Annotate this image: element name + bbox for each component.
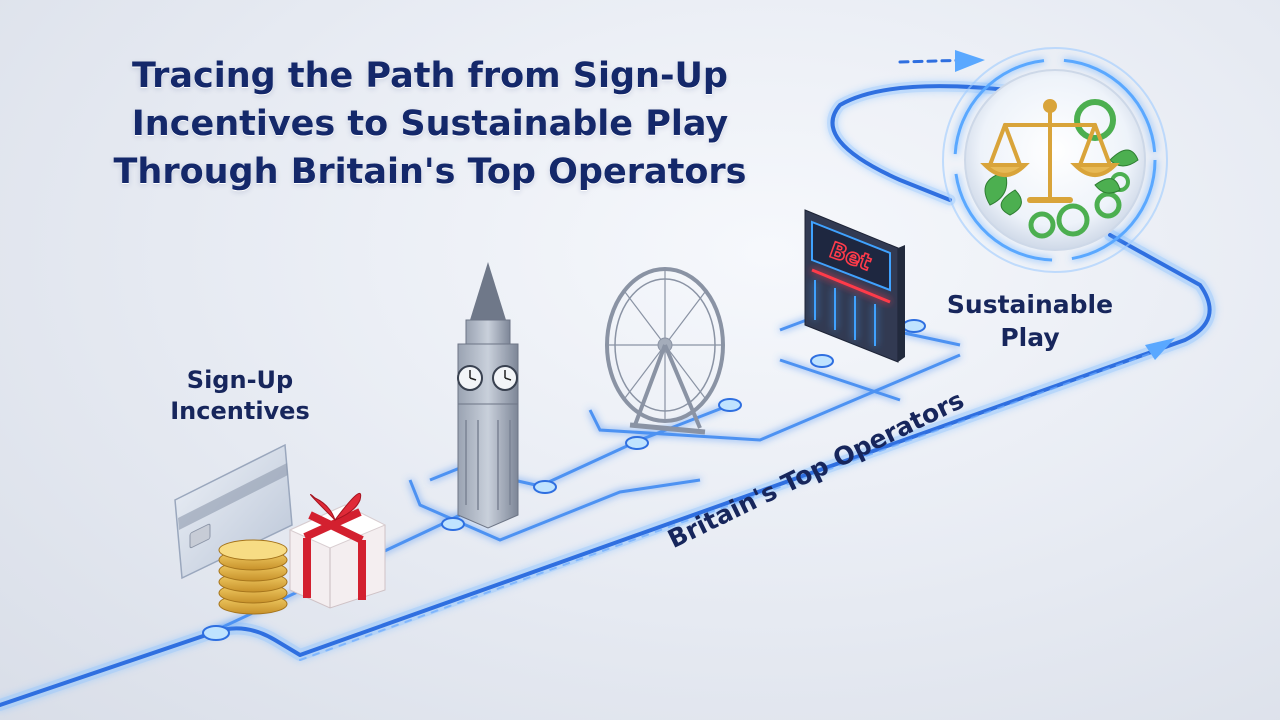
sustainable-line-1: Sustainable <box>946 290 1114 319</box>
betting-shop-icon: Bet <box>804 209 905 363</box>
journey-path <box>0 50 1216 711</box>
stage-label-sustainable: Sustainable Play <box>930 288 1130 354</box>
sustainable-line-2: Play <box>1000 323 1060 352</box>
path-nodes <box>202 319 926 641</box>
big-ben-icon <box>457 262 519 529</box>
signup-line-2: Incentives <box>170 397 310 425</box>
signup-line-1: Sign-Up <box>186 366 294 394</box>
coin-stack-icon <box>218 539 288 615</box>
gear-icon <box>1028 99 1130 239</box>
stage-label-signup: Sign-Up Incentives <box>130 365 350 427</box>
balance-scale-icon <box>980 99 1120 203</box>
page-title: Tracing the Path from Sign-Up Incentives… <box>60 52 800 196</box>
ferris-wheel-icon <box>605 267 725 435</box>
gift-box-icon <box>288 492 387 609</box>
title-line-3: Through Britain's Top Operators <box>113 152 747 192</box>
title-line-1: Tracing the Path from Sign-Up <box>132 56 728 96</box>
title-line-2: Incentives to Sustainable Play <box>131 104 729 144</box>
credit-card-icon <box>174 443 293 580</box>
leaf-icon <box>984 149 1139 216</box>
